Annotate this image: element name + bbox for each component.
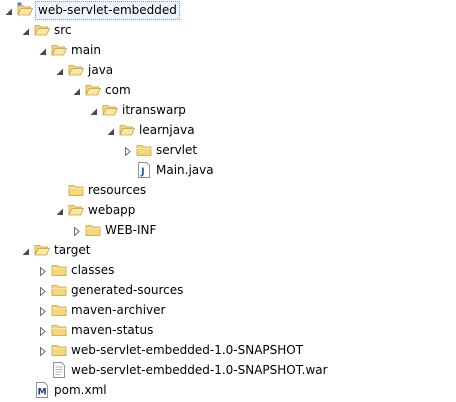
- tree-item-label: web-servlet-embedded-1.0-SNAPSHOT: [71, 343, 304, 357]
- tree-item[interactable]: generated-sources: [0, 280, 456, 300]
- folder-icon: [136, 142, 152, 158]
- tree-item[interactable]: com: [0, 80, 456, 100]
- tree-item[interactable]: resources: [0, 180, 456, 200]
- expanded-arrow-icon[interactable]: [38, 45, 47, 55]
- tree-item[interactable]: target: [0, 240, 456, 260]
- tree-item[interactable]: itranswarp: [0, 100, 456, 120]
- folder-open-icon: [68, 202, 85, 218]
- collapsed-arrow-icon[interactable]: [38, 345, 47, 357]
- expanded-arrow-icon[interactable]: [21, 25, 30, 35]
- project-folder-icon: [17, 2, 34, 18]
- tree-item-label: generated-sources: [71, 283, 184, 297]
- collapsed-arrow-icon[interactable]: [38, 305, 47, 317]
- collapsed-arrow-icon[interactable]: [72, 225, 81, 237]
- tree-item-label: maven-status: [71, 323, 154, 337]
- tree-item-label: learnjava: [139, 123, 195, 137]
- tree-item-label: pom.xml: [54, 383, 107, 397]
- folder-icon: [51, 322, 67, 338]
- expanded-arrow-icon[interactable]: [55, 65, 64, 75]
- expanded-arrow-icon[interactable]: [72, 85, 81, 95]
- tree-item[interactable]: WEB-INF: [0, 220, 456, 240]
- folder-icon: [85, 222, 101, 238]
- tree-item[interactable]: learnjava: [0, 120, 456, 140]
- maven-pom-icon: M: [34, 382, 50, 398]
- tree-item[interactable]: web-servlet-embedded: [0, 0, 456, 20]
- collapsed-arrow-icon[interactable]: [123, 145, 132, 157]
- tree-item-label: java: [88, 63, 114, 77]
- tree-item[interactable]: web-servlet-embedded-1.0-SNAPSHOT: [0, 340, 456, 360]
- expanded-arrow-icon[interactable]: [4, 5, 13, 15]
- tree-item[interactable]: J Main.java: [0, 160, 456, 180]
- svg-text:M: M: [38, 388, 47, 398]
- tree-item-label: itranswarp: [122, 103, 186, 117]
- tree-item-label: webapp: [88, 203, 136, 217]
- tree-item-label: com: [105, 83, 131, 97]
- expanded-arrow-icon[interactable]: [89, 105, 98, 115]
- folder-icon: [68, 182, 84, 198]
- folder-open-icon: [34, 242, 51, 258]
- tree-item[interactable]: classes: [0, 260, 456, 280]
- folder-open-icon: [51, 42, 68, 58]
- folder-icon: [51, 342, 67, 358]
- tree-item-label: web-servlet-embedded: [35, 1, 180, 20]
- tree-item-label: src: [54, 23, 72, 37]
- folder-open-icon: [85, 82, 102, 98]
- tree-item[interactable]: servlet: [0, 140, 456, 160]
- collapsed-arrow-icon[interactable]: [38, 285, 47, 297]
- tree-item[interactable]: web-servlet-embedded-1.0-SNAPSHOT.war: [0, 360, 456, 380]
- collapsed-arrow-icon[interactable]: [38, 325, 47, 337]
- folder-open-icon: [102, 102, 119, 118]
- expanded-arrow-icon[interactable]: [106, 125, 115, 135]
- folder-open-icon: [34, 22, 51, 38]
- tree-item[interactable]: java: [0, 60, 456, 80]
- java-file-icon: J: [136, 162, 152, 178]
- tree-item[interactable]: main: [0, 40, 456, 60]
- tree-item-label: classes: [71, 263, 115, 277]
- collapsed-arrow-icon[interactable]: [38, 265, 47, 277]
- tree-item-label: servlet: [156, 143, 198, 157]
- svg-text:J: J: [140, 167, 145, 178]
- expanded-arrow-icon[interactable]: [21, 245, 30, 255]
- tree-item[interactable]: webapp: [0, 200, 456, 220]
- folder-icon: [51, 282, 67, 298]
- folder-icon: [51, 302, 67, 318]
- tree-item-label: resources: [88, 183, 147, 197]
- war-file-icon: [51, 362, 67, 378]
- folder-open-icon: [119, 122, 136, 138]
- tree-item[interactable]: maven-status: [0, 320, 456, 340]
- tree-item-label: web-servlet-embedded-1.0-SNAPSHOT.war: [71, 363, 328, 377]
- tree-item[interactable]: maven-archiver: [0, 300, 456, 320]
- tree-item-label: Main.java: [156, 163, 214, 177]
- tree-item-label: main: [71, 43, 101, 57]
- tree-item-label: WEB-INF: [105, 223, 157, 237]
- folder-open-icon: [68, 62, 85, 78]
- tree-item-label: maven-archiver: [71, 303, 166, 317]
- folder-icon: [51, 262, 67, 278]
- tree-item-label: target: [54, 243, 91, 257]
- expanded-arrow-icon[interactable]: [55, 205, 64, 215]
- tree-item[interactable]: src: [0, 20, 456, 40]
